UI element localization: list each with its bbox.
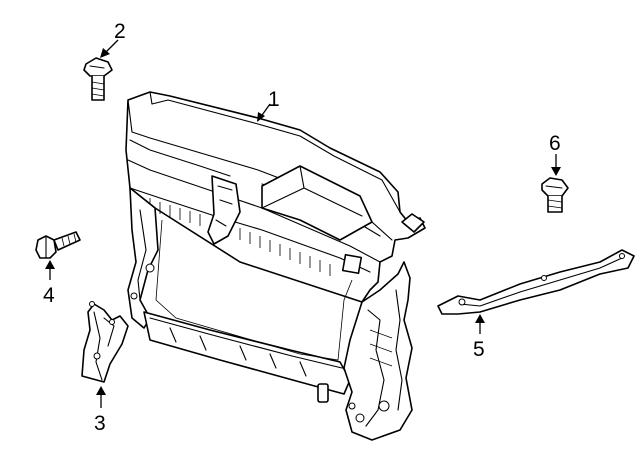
- callout-2: 2: [114, 20, 126, 43]
- callout-1: 1: [268, 88, 280, 111]
- bolt-part-4: [35, 231, 81, 259]
- callout-3: 3: [94, 412, 106, 435]
- callout-5: 5: [473, 338, 485, 361]
- callout-labels: 1 2 3 4 5 6: [43, 20, 561, 435]
- callout-4: 4: [43, 284, 55, 307]
- brace-part-5: [437, 249, 635, 315]
- bolt-part-2: [83, 57, 113, 101]
- bracket-part-3: [81, 301, 129, 383]
- bolt-part-6: [541, 177, 569, 213]
- callout-6: 6: [549, 132, 561, 155]
- leader-lines: [45, 39, 561, 408]
- radiator-support-part: [125, 91, 426, 441]
